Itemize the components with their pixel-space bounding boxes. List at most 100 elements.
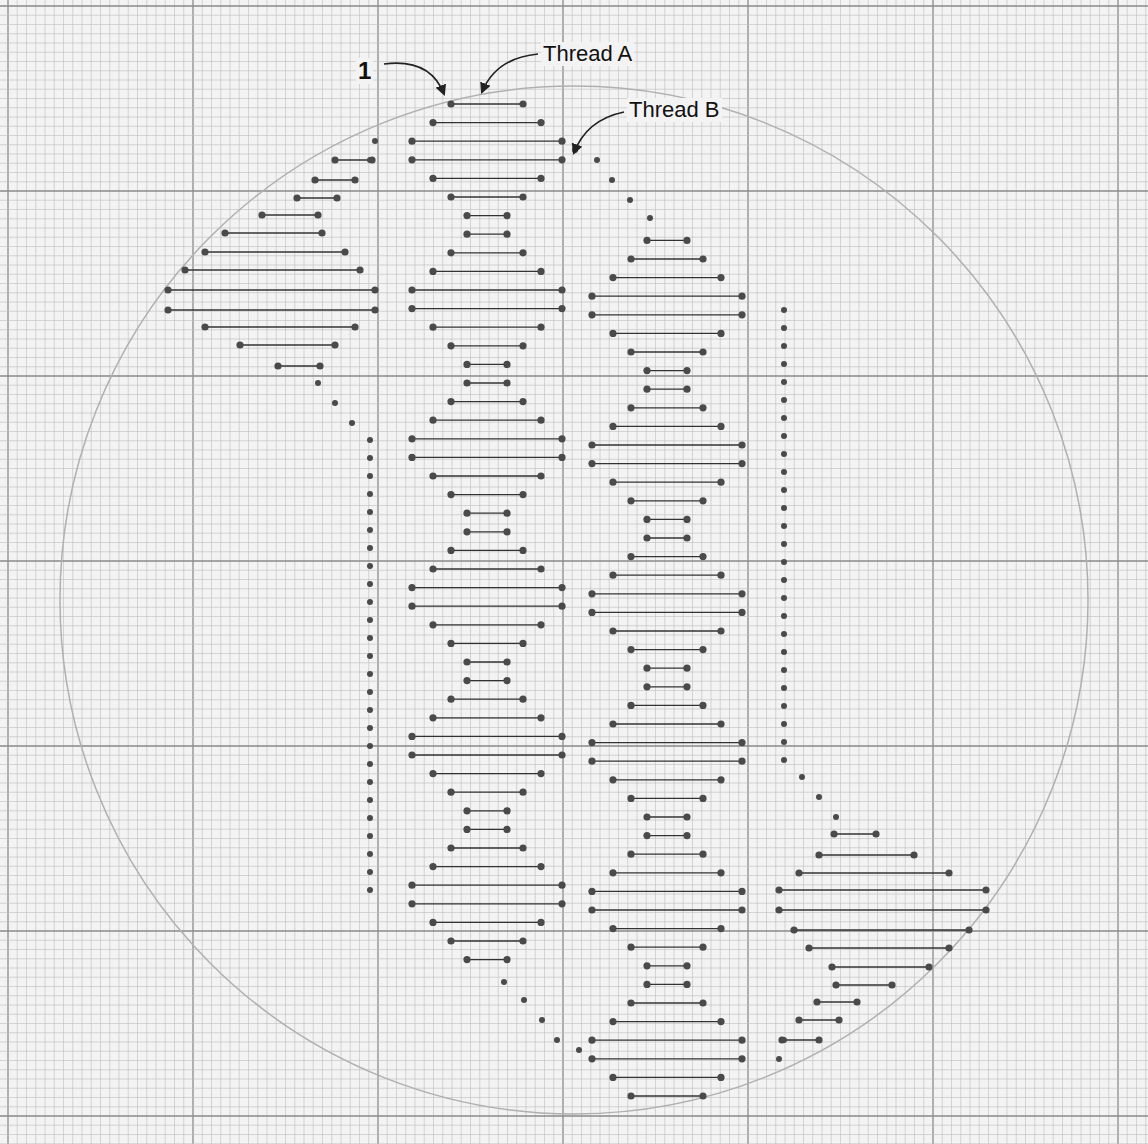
stitch-hole bbox=[588, 906, 595, 913]
stitch-hole bbox=[781, 379, 787, 385]
stitch-hole bbox=[717, 423, 724, 430]
stitch-hole bbox=[699, 999, 706, 1006]
stitch-line bbox=[592, 593, 742, 594]
stitch-hole bbox=[447, 342, 454, 349]
stitch-hole bbox=[408, 305, 415, 312]
stitch-hole bbox=[408, 435, 415, 442]
stitch-hole bbox=[683, 367, 690, 374]
stitch-hole bbox=[781, 613, 787, 619]
stitch-hole bbox=[164, 286, 171, 293]
stitch-line bbox=[592, 1058, 742, 1059]
stitch-hole bbox=[367, 653, 373, 659]
stitch-hole bbox=[503, 677, 510, 684]
stitch-hole bbox=[609, 274, 616, 281]
stitch-hole bbox=[331, 156, 338, 163]
stitch-hole bbox=[558, 584, 565, 591]
stitch-line bbox=[451, 196, 523, 197]
stitch-hole bbox=[537, 324, 544, 331]
stitch-hole bbox=[408, 751, 415, 758]
stitch-hole bbox=[429, 268, 436, 275]
stitch-line bbox=[205, 251, 345, 252]
stitch-hole bbox=[683, 516, 690, 523]
stitch-hole bbox=[372, 138, 378, 144]
stitch-line bbox=[819, 854, 914, 855]
stitch-hole bbox=[699, 646, 706, 653]
stitch-hole bbox=[965, 926, 972, 933]
stitch-line bbox=[832, 966, 929, 967]
stitch-hole bbox=[503, 528, 510, 535]
stitch-line bbox=[185, 269, 360, 270]
stitch-hole bbox=[463, 677, 470, 684]
stitch-hole bbox=[738, 1055, 745, 1062]
stitch-line bbox=[433, 271, 541, 272]
stitch-hole bbox=[781, 361, 787, 367]
stitch-line bbox=[631, 854, 703, 855]
stitch-hole bbox=[367, 635, 373, 641]
stitch-hole bbox=[588, 739, 595, 746]
stitch-line bbox=[613, 1021, 721, 1022]
hoop-outline bbox=[60, 86, 1088, 1114]
stitch-hole bbox=[503, 658, 510, 665]
stitch-hole bbox=[408, 900, 415, 907]
stitch-hole bbox=[503, 807, 510, 814]
stitch-hole bbox=[627, 1092, 634, 1099]
stitch-line bbox=[782, 1039, 819, 1040]
stitch-hole bbox=[738, 293, 745, 300]
stitch-hole bbox=[588, 441, 595, 448]
stitch-line bbox=[631, 947, 703, 948]
stitch-hole bbox=[503, 361, 510, 368]
stitch-line bbox=[412, 308, 562, 309]
stitch-hole bbox=[781, 433, 787, 439]
stitch-hole bbox=[643, 665, 650, 672]
stitch-hole bbox=[236, 341, 243, 348]
stitch-line bbox=[412, 754, 562, 755]
stitch-line bbox=[412, 885, 562, 886]
stitch-hole bbox=[367, 743, 373, 749]
stitch-hole bbox=[576, 1047, 582, 1053]
stitch-hole bbox=[776, 1056, 782, 1062]
stitch-hole bbox=[537, 919, 544, 926]
stitch-hole bbox=[408, 603, 415, 610]
stitch-hole bbox=[683, 813, 690, 820]
stitch-line bbox=[433, 624, 541, 625]
stitch-hole bbox=[429, 324, 436, 331]
stitch-line bbox=[315, 179, 355, 180]
stitch-hole bbox=[627, 497, 634, 504]
stitch-line bbox=[451, 643, 523, 644]
stitch-hole bbox=[588, 1037, 595, 1044]
stitch-hole bbox=[315, 380, 321, 386]
stitch-hole bbox=[408, 286, 415, 293]
stitch-hole bbox=[519, 193, 526, 200]
stitch-hole bbox=[781, 595, 787, 601]
stitch-line bbox=[592, 444, 742, 445]
stitch-hole bbox=[609, 423, 616, 430]
stitch-hole bbox=[463, 528, 470, 535]
stitch-hole bbox=[982, 886, 989, 893]
stitch-hole bbox=[519, 844, 526, 851]
stitch-hole bbox=[699, 348, 706, 355]
stitch-line bbox=[205, 326, 355, 327]
stitch-hole bbox=[588, 609, 595, 616]
stitch-hole bbox=[429, 919, 436, 926]
stitch-hole bbox=[781, 1037, 787, 1043]
stitch-hole bbox=[367, 815, 373, 821]
stitch-hole bbox=[699, 404, 706, 411]
stitch-hole bbox=[463, 212, 470, 219]
stitch-hole bbox=[558, 733, 565, 740]
stitch-hole bbox=[519, 342, 526, 349]
stitch-hole bbox=[609, 479, 616, 486]
stitch-hole bbox=[835, 1016, 842, 1023]
stitch-hole bbox=[609, 177, 615, 183]
stitch-hole bbox=[738, 758, 745, 765]
stitch-line bbox=[613, 482, 721, 483]
stitch-line bbox=[467, 661, 507, 662]
stitch-line bbox=[631, 500, 703, 501]
stitch-hole bbox=[429, 770, 436, 777]
stitch-line bbox=[836, 984, 892, 985]
stitch-hole bbox=[519, 789, 526, 796]
stitch-hole bbox=[181, 266, 188, 273]
stitch-line bbox=[647, 984, 687, 985]
stitch-hole bbox=[503, 212, 510, 219]
stitch-hole bbox=[781, 703, 787, 709]
